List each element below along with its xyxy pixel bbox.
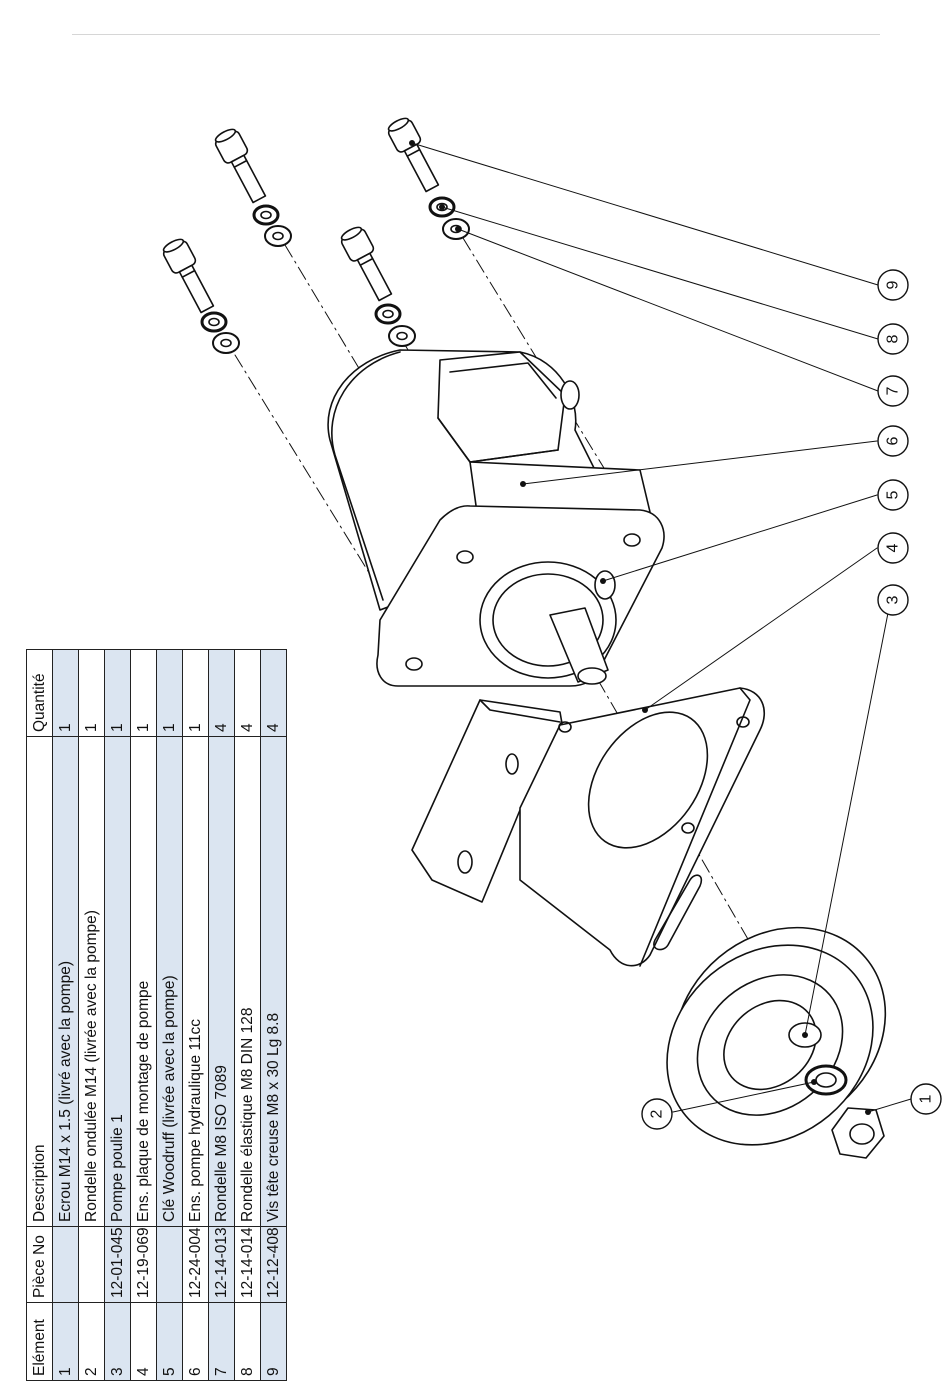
callout-4: 4 xyxy=(877,532,909,564)
callout-1: 1 xyxy=(910,1083,942,1115)
svg-text:8: 8 xyxy=(885,334,902,343)
callout-balloons: 9 8 7 6 5 4 3 2 xyxy=(641,269,942,1130)
svg-text:6: 6 xyxy=(885,436,902,445)
svg-text:2: 2 xyxy=(649,1109,666,1118)
svg-text:1: 1 xyxy=(918,1094,935,1103)
callout-8: 8 xyxy=(877,323,909,355)
svg-text:4: 4 xyxy=(885,543,902,552)
wave-washer xyxy=(804,1064,848,1096)
callout-7: 7 xyxy=(877,375,909,407)
leader-dots xyxy=(409,140,871,1115)
callout-2: 2 xyxy=(641,1098,673,1130)
callout-3: 3 xyxy=(877,584,909,616)
svg-text:9: 9 xyxy=(885,280,902,289)
mounting-plate xyxy=(411,687,765,967)
callout-9: 9 xyxy=(877,269,909,301)
leader-lines xyxy=(411,142,912,1113)
svg-text:7: 7 xyxy=(885,386,902,395)
pump-pulley xyxy=(666,926,887,1146)
hydraulic-pump xyxy=(327,349,665,687)
header-rule xyxy=(72,34,880,35)
svg-text:3: 3 xyxy=(885,595,902,604)
callout-5: 5 xyxy=(877,479,909,511)
hex-nut xyxy=(831,1107,885,1159)
cap-screw-group xyxy=(162,117,440,314)
washer-group xyxy=(200,196,470,354)
callout-6: 6 xyxy=(877,425,909,457)
svg-text:5: 5 xyxy=(885,490,902,499)
